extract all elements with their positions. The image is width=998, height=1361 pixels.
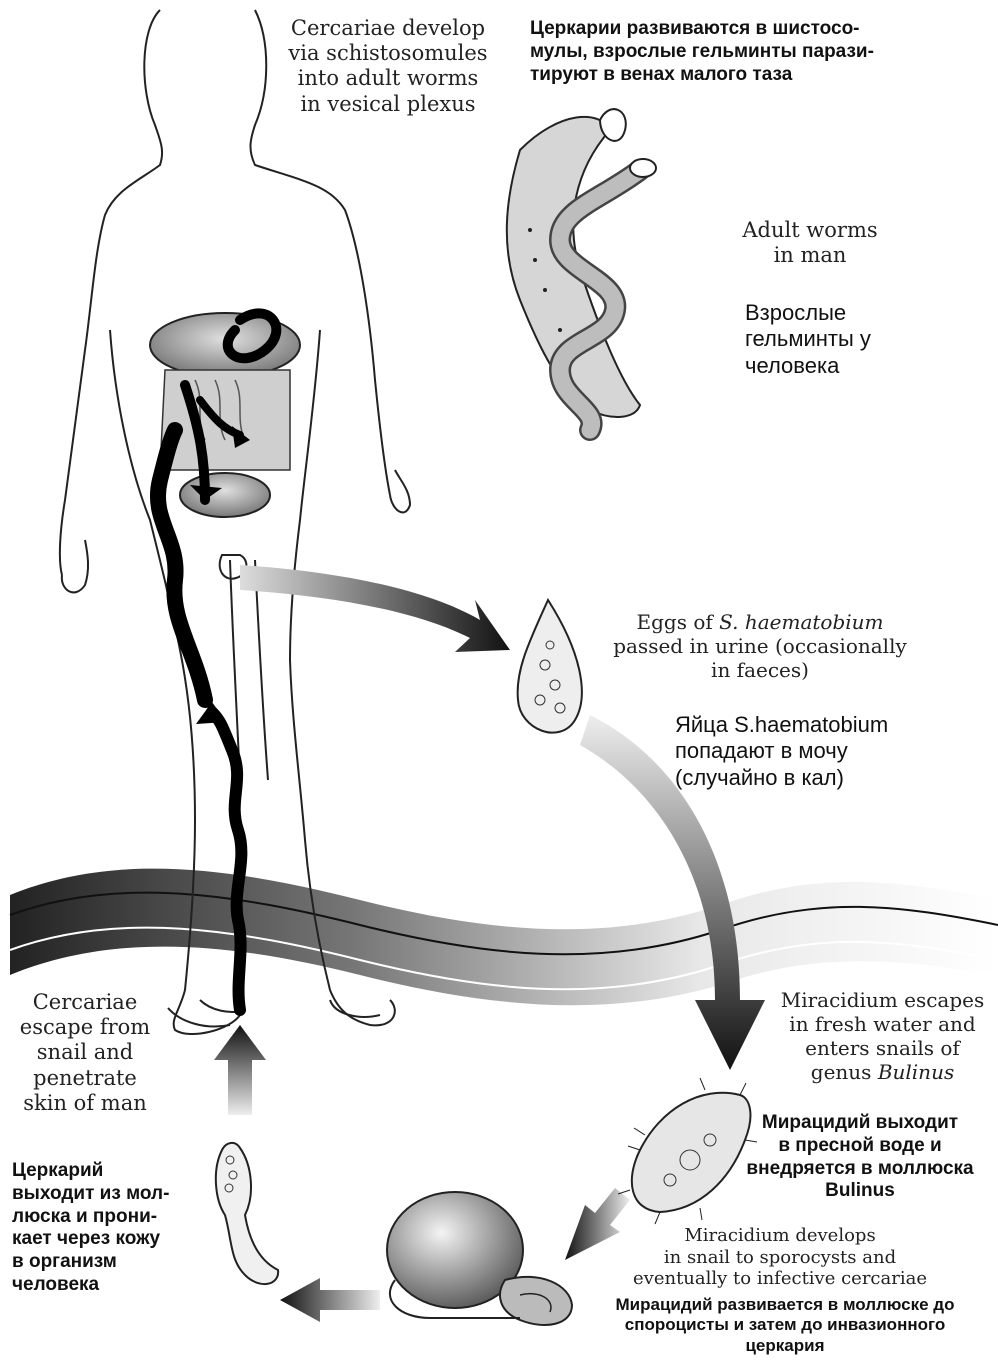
adult-worms-label-en: Adult worms in man bbox=[720, 218, 900, 268]
cercariae-develop-label-en: Cercariae develop via schistosomules int… bbox=[268, 16, 508, 117]
miracidium-develops-label-ru: Мирацидий развивается в моллюске до спор… bbox=[575, 1295, 995, 1356]
cercariae-escape-label-ru: Церкарий выходит из мол- люска и прони- … bbox=[12, 1160, 212, 1297]
miracidium-escapes-label-ru: Мирацидий выходит в пресной воде и внедр… bbox=[722, 1112, 998, 1203]
eggs-label-en: Eggs of S. haematobium passed in urine (… bbox=[600, 610, 920, 682]
arrow-to-eggs bbox=[240, 565, 510, 652]
eggs-label-en-species: S. haematobium bbox=[719, 610, 883, 634]
egg-illustration bbox=[518, 600, 582, 733]
cercaria-illustration bbox=[216, 1143, 278, 1284]
cercariae-develop-label-ru: Церкарии развиваются в шистосо- мулы, вз… bbox=[530, 18, 990, 86]
miracidium-escapes-label-en-genus: Bulinus bbox=[878, 1060, 954, 1084]
water-band bbox=[10, 869, 998, 1006]
adult-worms-label-ru: Взрослые гельминты у человека bbox=[745, 300, 965, 379]
eggs-label-en-prefix: Eggs of bbox=[637, 610, 720, 634]
eggs-label-en-suffix: passed in urine (occasionally in faeces) bbox=[613, 634, 907, 682]
snail-illustration bbox=[387, 1192, 572, 1325]
arrow-to-cercaria bbox=[280, 1278, 380, 1322]
adult-worms-illustration bbox=[507, 109, 656, 430]
miracidium-escapes-label-en: Miracidium escapes in fresh water and en… bbox=[770, 988, 995, 1084]
cercariae-escape-label-en: Cercariae escape from snail and penetrat… bbox=[10, 990, 160, 1116]
arrow-to-skin bbox=[214, 1025, 266, 1115]
miracidium-develops-label-en: Miracidium develops in snail to sporocys… bbox=[600, 1225, 960, 1290]
eggs-label-ru: Яйца S.haematobium попадают в мочу (случ… bbox=[675, 712, 975, 791]
